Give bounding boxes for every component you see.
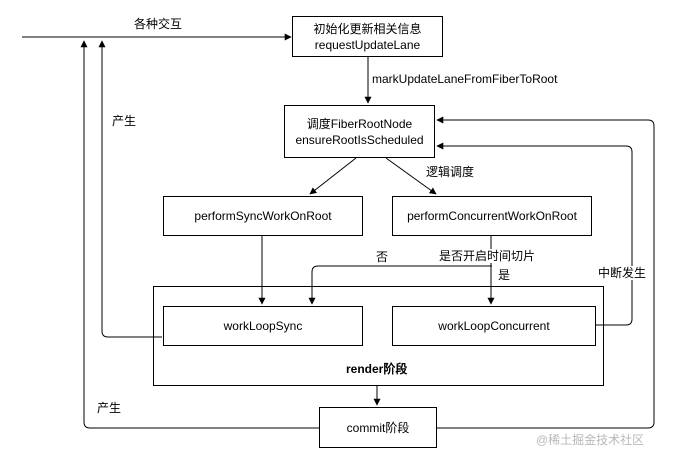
- edge-interrupt: [436, 142, 633, 326]
- schedule-root-line2: ensureRootIsScheduled: [295, 132, 424, 147]
- interactions-label: 各种交互: [134, 17, 183, 31]
- produce-top-label: 产生: [112, 114, 137, 128]
- edge-commit-to-schedule: [436, 116, 655, 429]
- mark-update-label: markUpdateLaneFromFiberToRoot: [372, 72, 558, 86]
- init-update-line2: requestUpdateLane: [314, 37, 421, 52]
- edge-no-branch: [308, 265, 492, 305]
- watermark: @稀土掘金技术社区: [536, 433, 645, 447]
- init-update-line1: 初始化更新相关信息: [313, 21, 422, 36]
- init-update-node: 初始化更新相关信息 requestUpdateLane: [292, 16, 443, 57]
- perform-sync-node: performSyncWorkOnRoot: [163, 196, 363, 236]
- produce-bottom-label: 产生: [97, 401, 122, 415]
- no-label: 否: [376, 250, 389, 264]
- edge-to-concurrent: [385, 157, 437, 195]
- interrupt-label: 中断发生: [598, 266, 647, 280]
- yes-label: 是: [498, 268, 511, 282]
- edge-to-sync: [309, 157, 357, 195]
- schedule-root-line1: 调度FiberRootNode: [306, 116, 413, 131]
- work-loop-concurrent-node: workLoopConcurrent: [392, 306, 596, 346]
- render-stage-container: [153, 286, 604, 386]
- work-loop-sync-node: workLoopSync: [163, 306, 363, 346]
- work-loop-sync-label: workLoopSync: [223, 319, 303, 333]
- time-slicing-label: 是否开启时间切片: [439, 249, 536, 263]
- render-stage-label: render阶段: [346, 362, 408, 376]
- commit-stage-label: commit阶段: [346, 420, 410, 435]
- commit-stage-node: commit阶段: [319, 407, 437, 448]
- edge-produce-top: [98, 40, 162, 338]
- logic-schedule-label: 逻辑调度: [426, 165, 475, 179]
- work-loop-concurrent-label: workLoopConcurrent: [438, 319, 550, 333]
- perform-sync-label: performSyncWorkOnRoot: [194, 209, 332, 223]
- edge-produce-bottom: [80, 40, 319, 429]
- perform-concurrent-label: performConcurrentWorkOnRoot: [407, 209, 577, 223]
- perform-concurrent-node: performConcurrentWorkOnRoot: [392, 196, 592, 236]
- schedule-root-node: 调度FiberRootNode ensureRootIsScheduled: [284, 105, 435, 158]
